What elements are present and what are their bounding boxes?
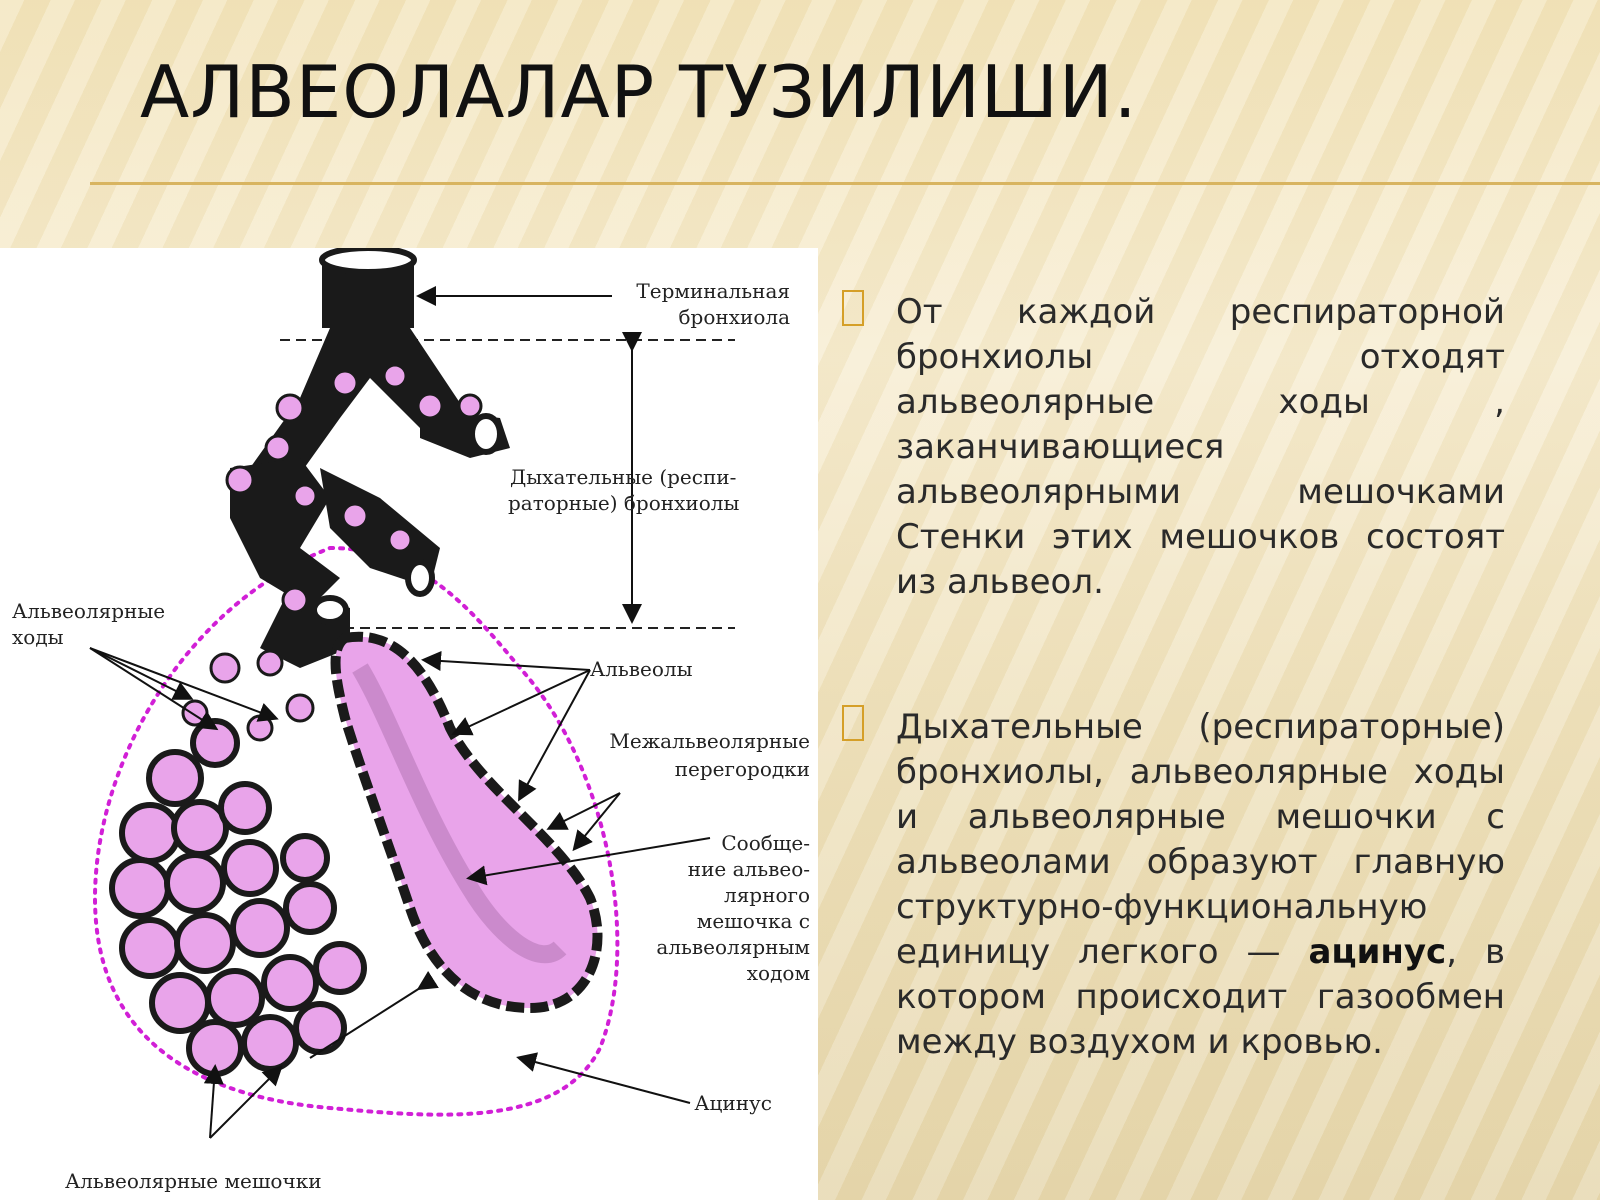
label-respiratory-bronchioles-1: Дыхательные (респи- — [510, 465, 736, 489]
label-communication-6: ходом — [747, 961, 810, 985]
label-communication-4: мешочка с — [697, 909, 810, 933]
acinus-illustration: Терминальная бронхиола Дыхательные (респ… — [12, 248, 810, 1193]
label-communication-5: альвеолярным — [656, 935, 810, 959]
acinus-boundary — [92, 545, 620, 1117]
label-communication-2: ние альвео- — [688, 857, 810, 881]
acinus-diagram: Терминальная бронхиола Дыхательные (респ… — [0, 248, 818, 1200]
label-communication-1: Сообще- — [721, 831, 810, 855]
label-respiratory-bronchioles-2: раторные) бронхиолы — [508, 491, 739, 515]
bullet-2-text-after: , в котором происходит газообмен между в… — [896, 932, 1505, 1062]
bullet-2-text-bold: ацинус — [1308, 932, 1447, 972]
bullet-2: Дыхательные (респираторные) бронхиолы, а… — [840, 705, 1505, 1065]
label-arrows — [89, 286, 711, 1139]
bullet-icon — [842, 705, 864, 741]
label-acinus: Ацинус — [694, 1091, 772, 1115]
terminal-bronchiole — [250, 248, 470, 488]
left-alveolar-sacs — [109, 718, 367, 1077]
bullet-1: От каждой респираторной бронхиолы отходя… — [840, 290, 1505, 605]
title-divider — [90, 182, 1600, 185]
text-panel: От каждой респираторной бронхиолы отходя… — [840, 290, 1505, 1165]
label-septa-1: Межальвеолярные — [609, 729, 810, 753]
label-alveolar-ducts-2: ходы — [12, 625, 64, 649]
bullet-icon — [842, 290, 864, 326]
label-communication-3: лярного — [724, 883, 810, 907]
label-septa-2: перегородки — [675, 757, 810, 781]
label-terminal-bronchiole-2: бронхиола — [679, 305, 791, 329]
bullet-2-text: Дыхательные (респираторные) бронхиолы, а… — [896, 705, 1505, 1065]
label-alveoli: Альвеолы — [590, 657, 693, 681]
opened-alveolar-sac — [330, 631, 603, 1014]
label-alveolar-sacs: Альвеолярные мешочки — [65, 1169, 322, 1193]
label-alveolar-ducts-1: Альвеолярные — [12, 599, 165, 623]
bullet-2-text-before: Дыхательные (респираторные) бронхиолы, а… — [896, 707, 1505, 972]
slide-title: АЛВЕОЛАЛАР ТУЗИЛИШИ. — [140, 50, 1138, 134]
label-terminal-bronchiole-1: Терминальная — [636, 279, 790, 303]
bullet-1-text: От каждой респираторной бронхиолы отходя… — [896, 292, 1505, 602]
